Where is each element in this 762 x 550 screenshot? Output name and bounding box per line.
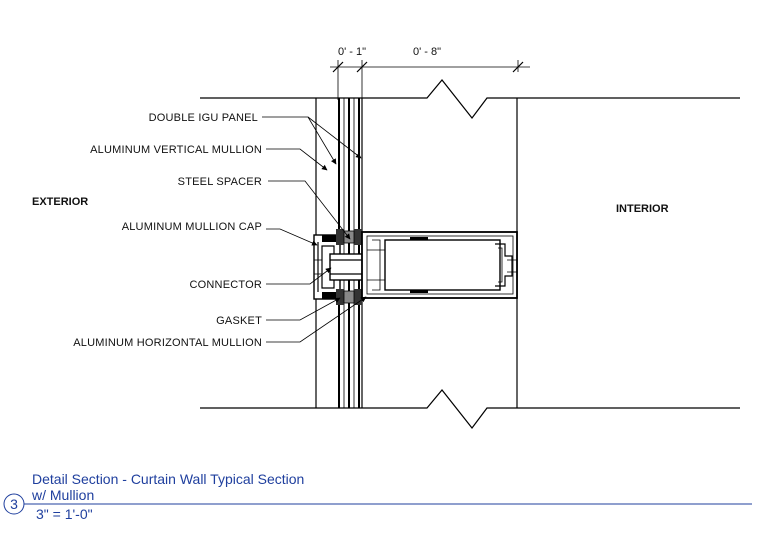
view-title-line-1: Detail Section - Curtain Wall Typical Se… [32, 471, 304, 487]
callout-gasket: GASKET [216, 315, 262, 327]
title-block [3, 493, 752, 515]
callout-steel-spacer: STEEL SPACER [178, 176, 262, 188]
dimension-left-label: 0' - 1" [338, 46, 366, 58]
leader-lines [262, 116, 367, 343]
callout-connector: CONNECTOR [190, 279, 263, 291]
interior-label: INTERIOR [616, 203, 669, 215]
callout-aluminum-mullion-cap: ALUMINUM MULLION CAP [122, 221, 262, 233]
view-scale: 3" = 1'-0" [36, 506, 93, 522]
view-number: 3 [10, 496, 18, 512]
callout-aluminum-horizontal-mullion: ALUMINUM HORIZONTAL MULLION [73, 337, 262, 349]
view-title-line-2: w/ Mullion [31, 487, 94, 503]
horizontal-mullion [361, 231, 518, 299]
callout-double-igu-panel: DOUBLE IGU PANEL [149, 112, 258, 124]
exterior-label: EXTERIOR [32, 196, 88, 208]
dimension-string [330, 60, 530, 100]
dimension-right-label: 0' - 8" [413, 46, 441, 58]
callout-aluminum-vertical-mullion: ALUMINUM VERTICAL MULLION [90, 144, 262, 156]
